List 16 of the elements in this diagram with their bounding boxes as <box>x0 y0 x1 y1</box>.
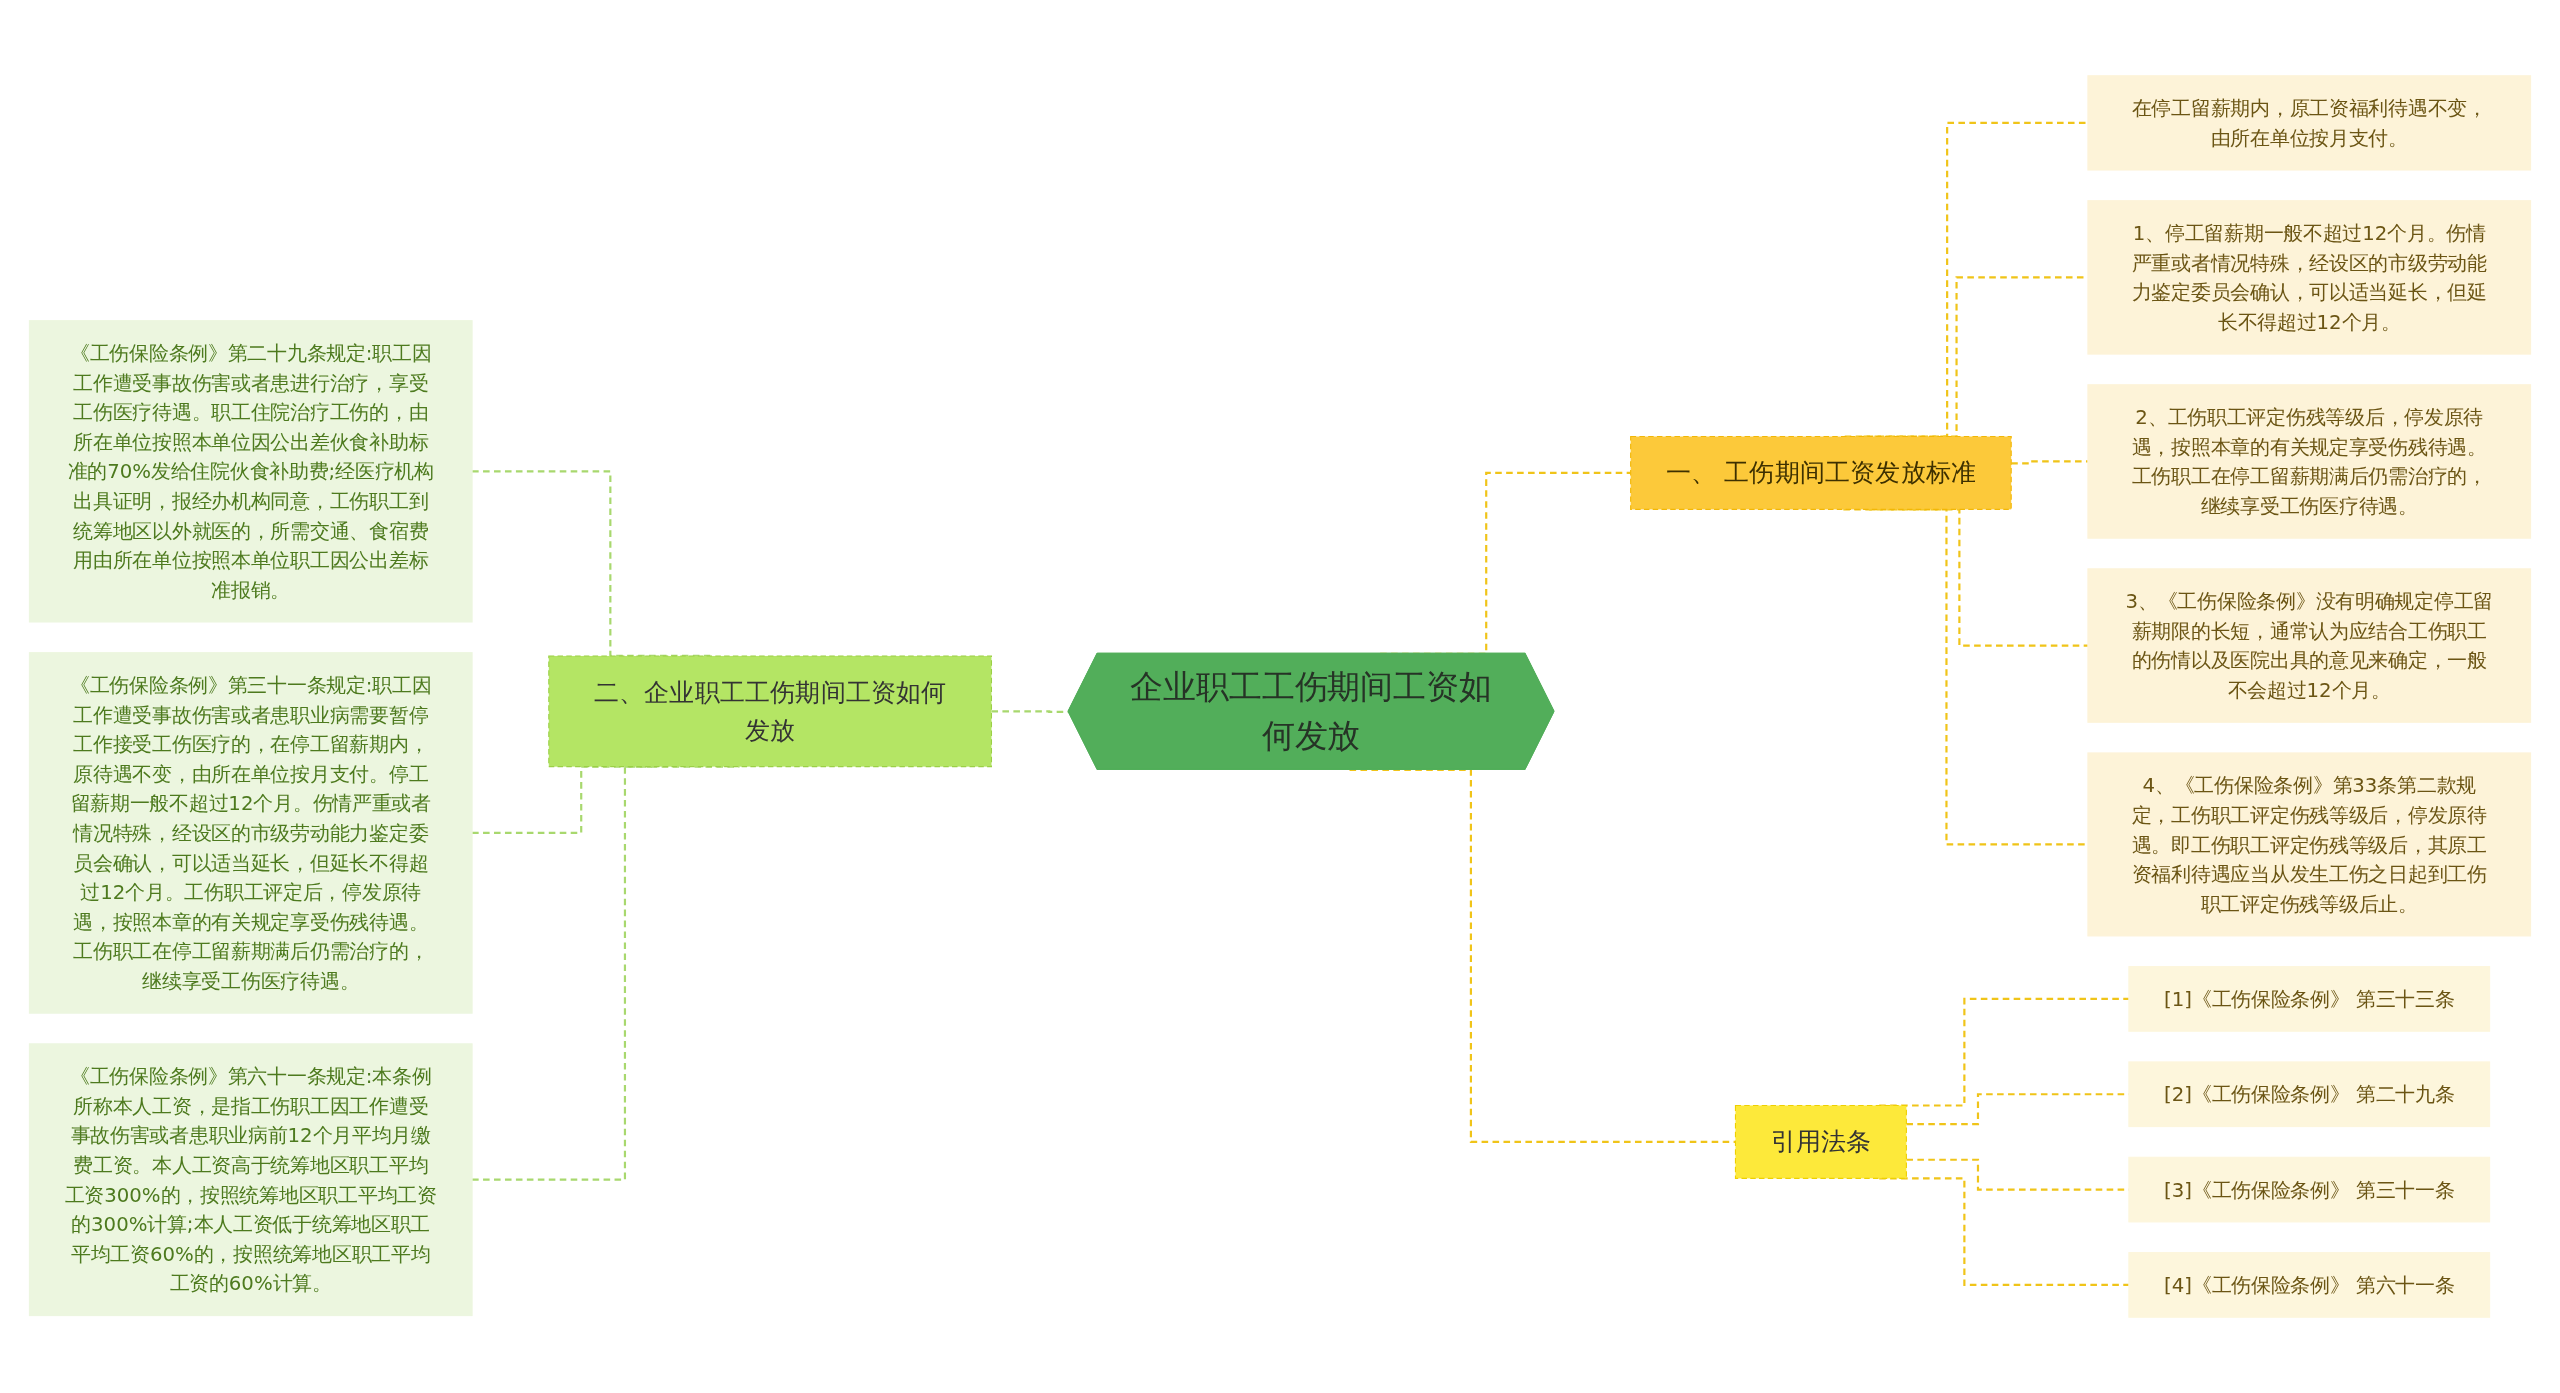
node-box: 3、《工伤保险条例》没有明确规定停工留薪期限的长短，通常认为应结合工伤职工的伤情以及医院出具的意见来确定，一般不会超过12个月。 <box>2087 568 2532 723</box>
node-box: [4]《工伤保险条例》 第六十一条 <box>2128 1252 2491 1318</box>
node-box: 《工伤保险条例》第三十一条规定:职工因工作遭受事故伤害或者患职业病需要暂停工作接受工伤医疗的，在停工留薪期内，原待遇不变，由所在单位按月支付。停工留薪期一般不超过12个月。伤情严重或者情况特殊，经设区的市级劳动能力鉴定委员会确认，可以适当延长，但延长不得超过12个月。工伤职工评定后，停发原待遇，按照本章的有关规定享受伤残待遇。工伤职工在停工留薪期满后仍需治疗的，继续享受工伤医疗待遇。 <box>28 652 473 1014</box>
node-box: [1]《工伤保险条例》 第三十三条 <box>2128 966 2491 1032</box>
node-box: 二、企业职工工伤期间工资如何发放 <box>548 655 992 768</box>
node-box: 2、工伤职工评定伤残等级后，停发原待遇，按照本章的有关规定享受伤残待遇。工伤职工在停工留薪期满后仍需治疗的，继续享受工伤医疗待遇。 <box>2087 384 2532 539</box>
node-box: [3]《工伤保险条例》 第三十一条 <box>2128 1156 2491 1223</box>
node-box: 引用法条 <box>1734 1104 1907 1179</box>
node-box: 在停工留薪期内，原工资福利待遇不变，由所在单位按月支付。 <box>2087 75 2532 171</box>
node-box: [2]《工伤保险条例》 第二十九条 <box>2128 1061 2491 1128</box>
node-box: 4、《工伤保险条例》第33条第二款规定，工伤职工评定伤残等级后，停发原待遇。即工伤职工评定伤残等级后，其原工资福利待遇应当从发生工伤之日起到工伤职工评定伤残等级后止。 <box>2087 752 2532 937</box>
node-box: 一、 工伤期间工资发放标准 <box>1630 436 2012 510</box>
node-box: 《工伤保险条例》第二十九条规定:职工因工作遭受事故伤害或者患进行治疗，享受工伤医疗待遇。职工住院治疗工伤的，由所在单位按照本单位因公出差伙食补助标准的70%发给住院伙食补助费;经医疗机构出具证明，报经办机构同意，工伤职工到统筹地区以外就医的，所需交通、食宿费用由所在单位按照本单位职工因公出差标准报销。 <box>28 320 473 623</box>
connector <box>2011 460 2088 465</box>
node-box: 《工伤保险条例》第六十一条规定:本条例所称本人工资，是指工伤职工因工作遭受事故伤害或者患职业病前12个月平均月缴费工资。本人工资高于统筹地区职工平均工资300%的，按照统筹地区职工平均工资的300%计算;本人工资低于统筹地区职工平均工资60%的，按照统筹地区职工平均工资的60%计算。 <box>28 1043 473 1317</box>
node-box: 1、停工留薪期一般不超过12个月。伤情严重或者情况特殊，经设区的市级劳动能力鉴定委员会确认，可以适当延长，但延长不得超过12个月。 <box>2087 200 2532 355</box>
